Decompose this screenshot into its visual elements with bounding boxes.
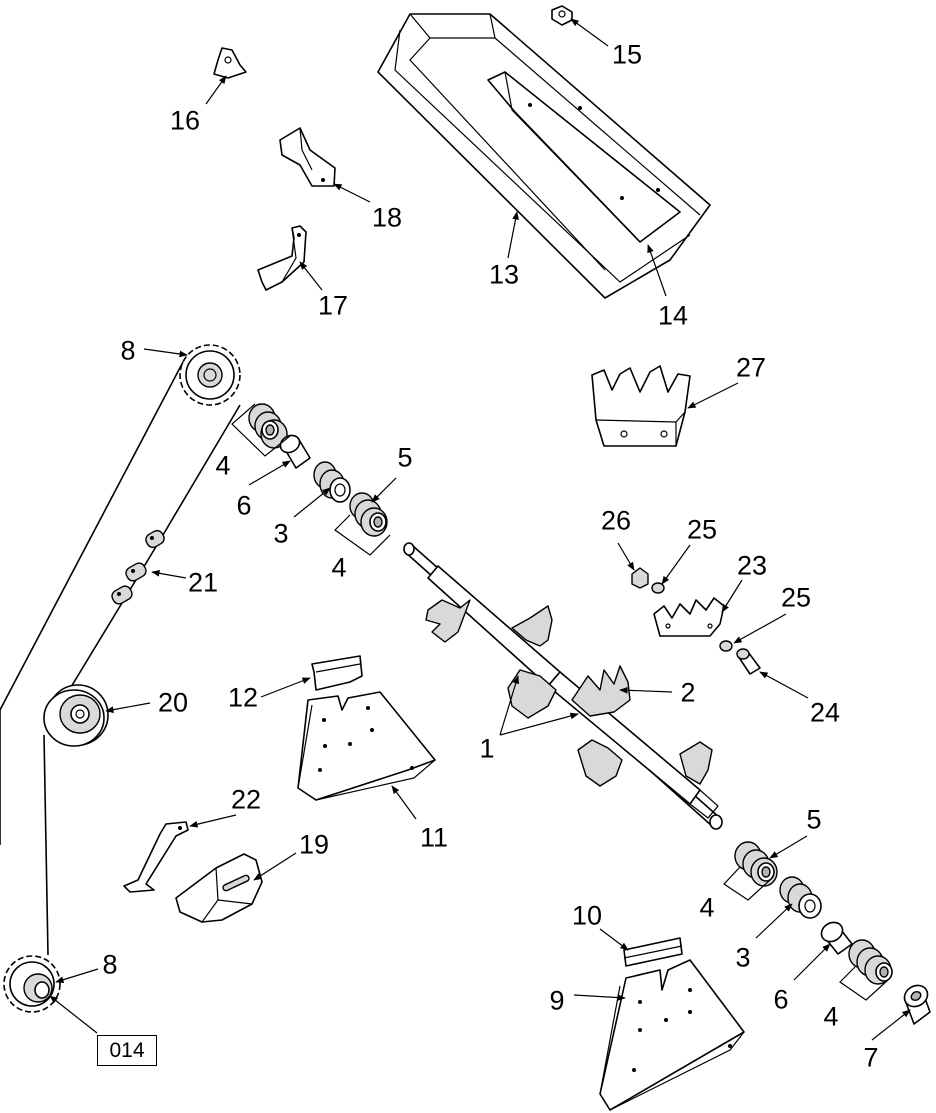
end-cap-part-7	[903, 984, 931, 1025]
idler-pulley-part-20	[43, 684, 109, 747]
drive-chain	[0, 361, 241, 956]
reference-code-box: 014	[97, 1035, 157, 1066]
group-bracket-4	[231, 403, 889, 1001]
callout-11: 11	[419, 822, 449, 853]
callout-8-top: 8	[120, 335, 136, 366]
callout-15: 15	[611, 39, 643, 70]
callout-21: 21	[187, 567, 219, 598]
bushing-part-6-lower	[820, 921, 853, 955]
strip-part-12	[311, 655, 363, 691]
rotor-shaft-part-1	[403, 542, 723, 830]
callout-24: 24	[809, 697, 841, 728]
callout-4-lower-right: 4	[823, 1001, 839, 1032]
flange-part-3-upper	[313, 461, 351, 503]
callout-4-upper-left: 4	[215, 450, 231, 481]
callout-25-lower: 25	[780, 582, 812, 613]
shield-plate-part-9	[599, 959, 745, 1111]
callout-6-lower: 6	[773, 984, 789, 1015]
bolt-part-24	[736, 648, 761, 675]
wear-plate-part-14	[487, 71, 681, 243]
strip-part-10	[623, 937, 683, 967]
callout-27: 27	[735, 352, 767, 383]
callout-16: 16	[169, 105, 201, 136]
bearing-part-5-lower	[734, 841, 778, 887]
bracket-part-16	[213, 47, 247, 79]
callout-19: 19	[298, 829, 330, 860]
callout-14: 14	[657, 300, 689, 331]
knife-plate-part-27	[591, 365, 691, 447]
callout-4-lower-left: 4	[699, 892, 715, 923]
callout-26: 26	[600, 505, 632, 536]
callout-1: 1	[479, 733, 495, 764]
callout-6-upper: 6	[236, 490, 252, 521]
callout-8-bottom: 8	[102, 949, 118, 980]
nut-part-26	[631, 567, 649, 589]
nut-part-15	[551, 5, 573, 26]
callout-12: 12	[227, 682, 259, 713]
chain-links-part-21	[111, 529, 165, 605]
washer-part-25-lower	[719, 640, 733, 652]
callout-17: 17	[317, 290, 349, 321]
bracket-part-18	[279, 127, 336, 187]
callout-25-upper: 25	[686, 514, 718, 545]
callout-22: 22	[230, 784, 262, 815]
bearing-part-5-upper	[349, 492, 388, 537]
sprocket-part-8-top	[179, 344, 241, 406]
callout-7: 7	[863, 1042, 879, 1073]
sprocket-part-8-bottom	[3, 955, 61, 1013]
callout-3-upper: 3	[273, 518, 289, 549]
bearing-part-4-upper-left	[248, 403, 288, 449]
callout-23: 23	[736, 550, 768, 581]
bracket-part-17	[257, 225, 307, 291]
callout-9: 9	[549, 985, 565, 1016]
callout-10: 10	[571, 900, 603, 931]
callout-18: 18	[371, 202, 403, 233]
shield-plate-part-11	[297, 691, 436, 801]
callout-2: 2	[680, 677, 696, 708]
callout-5-upper: 5	[397, 442, 413, 473]
callout-3-lower: 3	[735, 942, 751, 973]
hopper-trough-part-13	[377, 13, 711, 299]
callout-4-upper-right: 4	[331, 552, 347, 583]
knife-part-2	[571, 665, 631, 717]
callout-20: 20	[157, 687, 189, 718]
bracket-part-19	[175, 853, 263, 923]
flange-part-3-lower	[779, 876, 822, 919]
washer-part-25-upper	[651, 582, 665, 594]
leader-lines	[49, 18, 911, 1041]
callout-5-lower: 5	[806, 804, 822, 835]
knife-part-23	[653, 597, 725, 637]
flail-knives-part-1	[425, 599, 713, 787]
callout-13: 13	[488, 259, 520, 290]
rod-part-22	[123, 821, 189, 893]
bearing-part-4-lower	[848, 939, 893, 985]
